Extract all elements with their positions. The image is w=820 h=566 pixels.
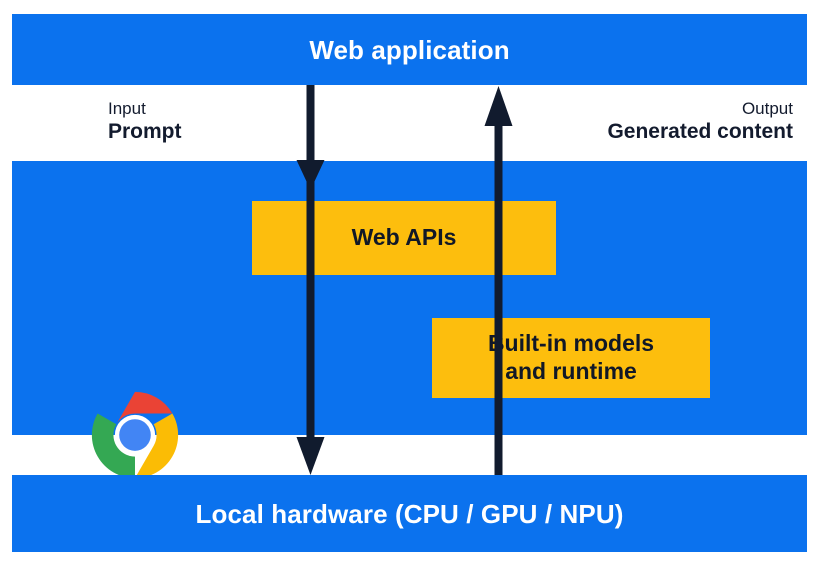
component-builtin-models-label: Built-in models and runtime xyxy=(488,330,654,385)
flow-label-input: Input Prompt xyxy=(108,99,182,144)
component-web-apis-label: Web APIs xyxy=(351,224,457,251)
layer-local-hardware-label: Local hardware (CPU / GPU / NPU) xyxy=(195,498,624,529)
flow-label-output: Output Generated content xyxy=(607,99,793,144)
arrow-down-icon xyxy=(296,85,325,475)
component-builtin-models: Built-in models and runtime xyxy=(432,318,710,398)
chrome-logo-icon xyxy=(91,391,179,479)
arrow-up-icon xyxy=(484,86,513,475)
layer-web-application-label: Web application xyxy=(309,34,510,65)
component-web-apis: Web APIs xyxy=(252,201,556,275)
flow-input-kicker: Input xyxy=(108,99,146,118)
flow-input-value: Prompt xyxy=(108,120,182,144)
component-builtin-models-line2: and runtime xyxy=(505,358,637,384)
component-builtin-models-line1: Built-in models xyxy=(487,330,655,357)
flow-output-value: Generated content xyxy=(607,120,793,144)
layer-local-hardware: Local hardware (CPU / GPU / NPU) xyxy=(12,475,807,552)
flow-output-kicker: Output xyxy=(741,99,793,118)
layer-web-application: Web application xyxy=(12,14,807,85)
